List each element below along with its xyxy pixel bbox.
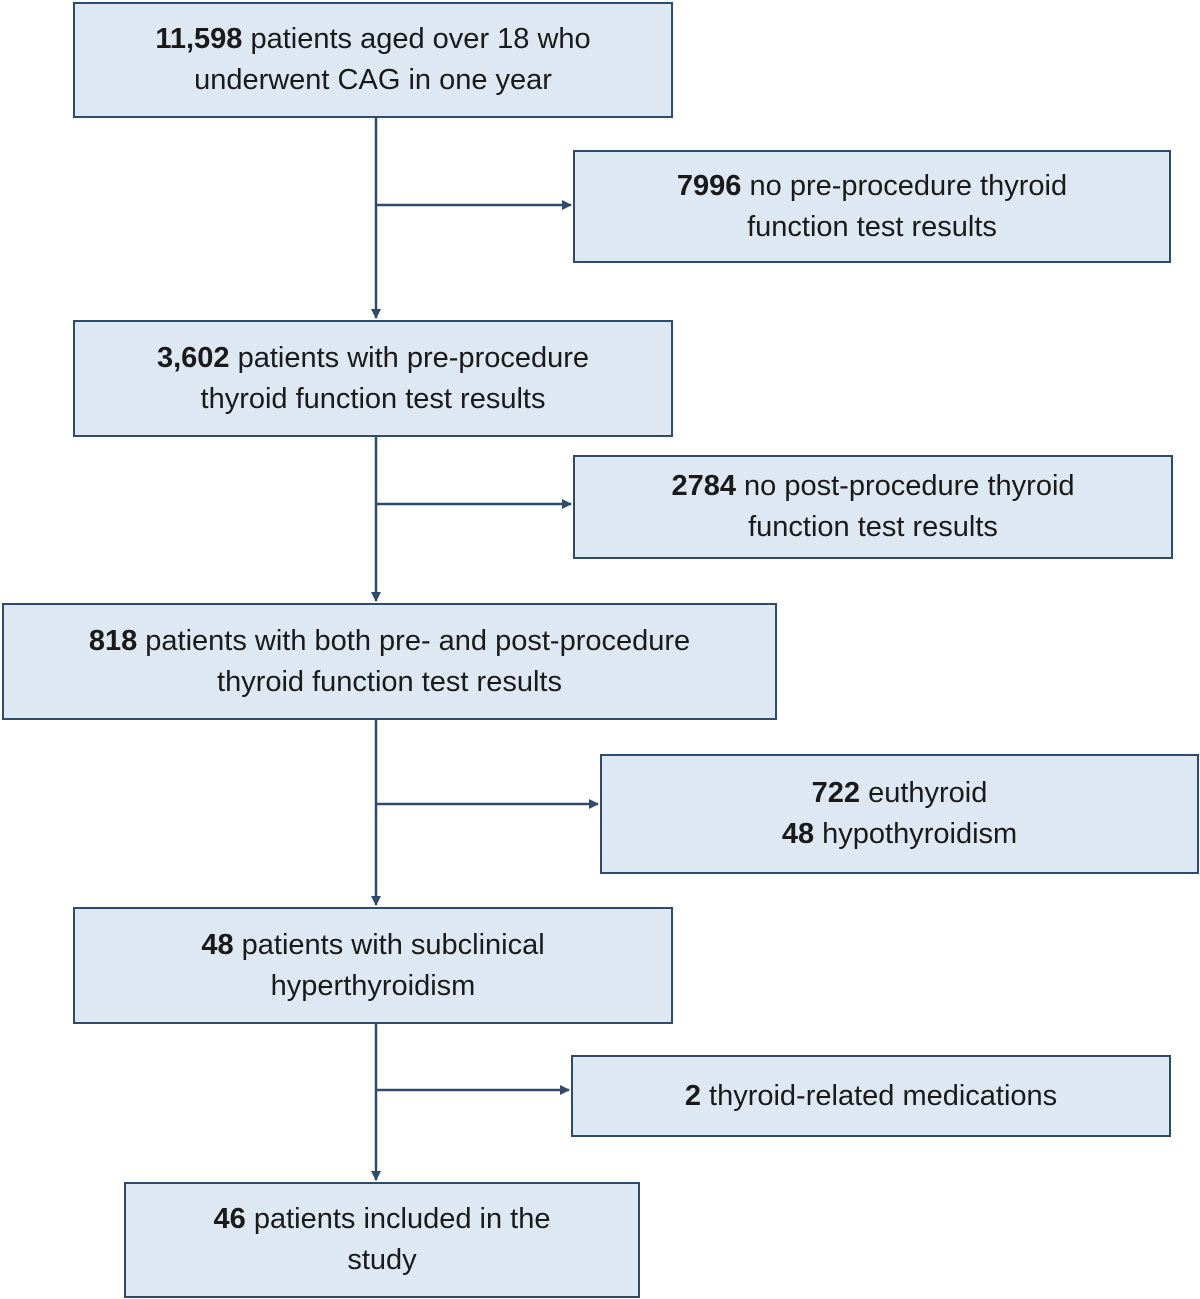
count-no-pre: 7996 xyxy=(676,169,742,202)
count-medications: 2 xyxy=(684,1079,701,1112)
count-no-post: 2784 xyxy=(671,470,736,502)
count-all-patients: 11,598 xyxy=(155,23,243,55)
box-exclusion-medications: 2 thyroid-related medications xyxy=(571,1055,1171,1137)
box-all-patients: 11,598 patients aged over 18 who underwe… xyxy=(73,2,673,118)
box-exclusion-no-pre: 7996 no pre-procedure thyroid function t… xyxy=(573,150,1171,263)
box-subclinical-hyperthyroidism: 48 patients with subclinical hyperthyroi… xyxy=(73,907,673,1024)
count-hypothyroidism: 48 xyxy=(781,818,815,850)
count-pre-and-post: 818 xyxy=(88,624,138,657)
box-exclusion-thyroid-status: 722 euthyroid 48 hypothyroidism xyxy=(600,754,1199,874)
box-pre-procedure: 3,602 patients with pre-procedure thyroi… xyxy=(73,320,673,437)
count-included: 46 xyxy=(213,1203,246,1235)
count-subclinical: 48 xyxy=(201,928,234,961)
box-pre-and-post: 818 patients with both pre- and post-pro… xyxy=(2,603,777,720)
box-exclusion-no-post: 2784 no post-procedure thyroid function … xyxy=(573,455,1173,559)
count-euthyroid: 722 xyxy=(811,777,860,809)
box-included: 46 patients included in the study xyxy=(124,1182,640,1298)
count-pre-procedure: 3,602 xyxy=(156,341,230,374)
